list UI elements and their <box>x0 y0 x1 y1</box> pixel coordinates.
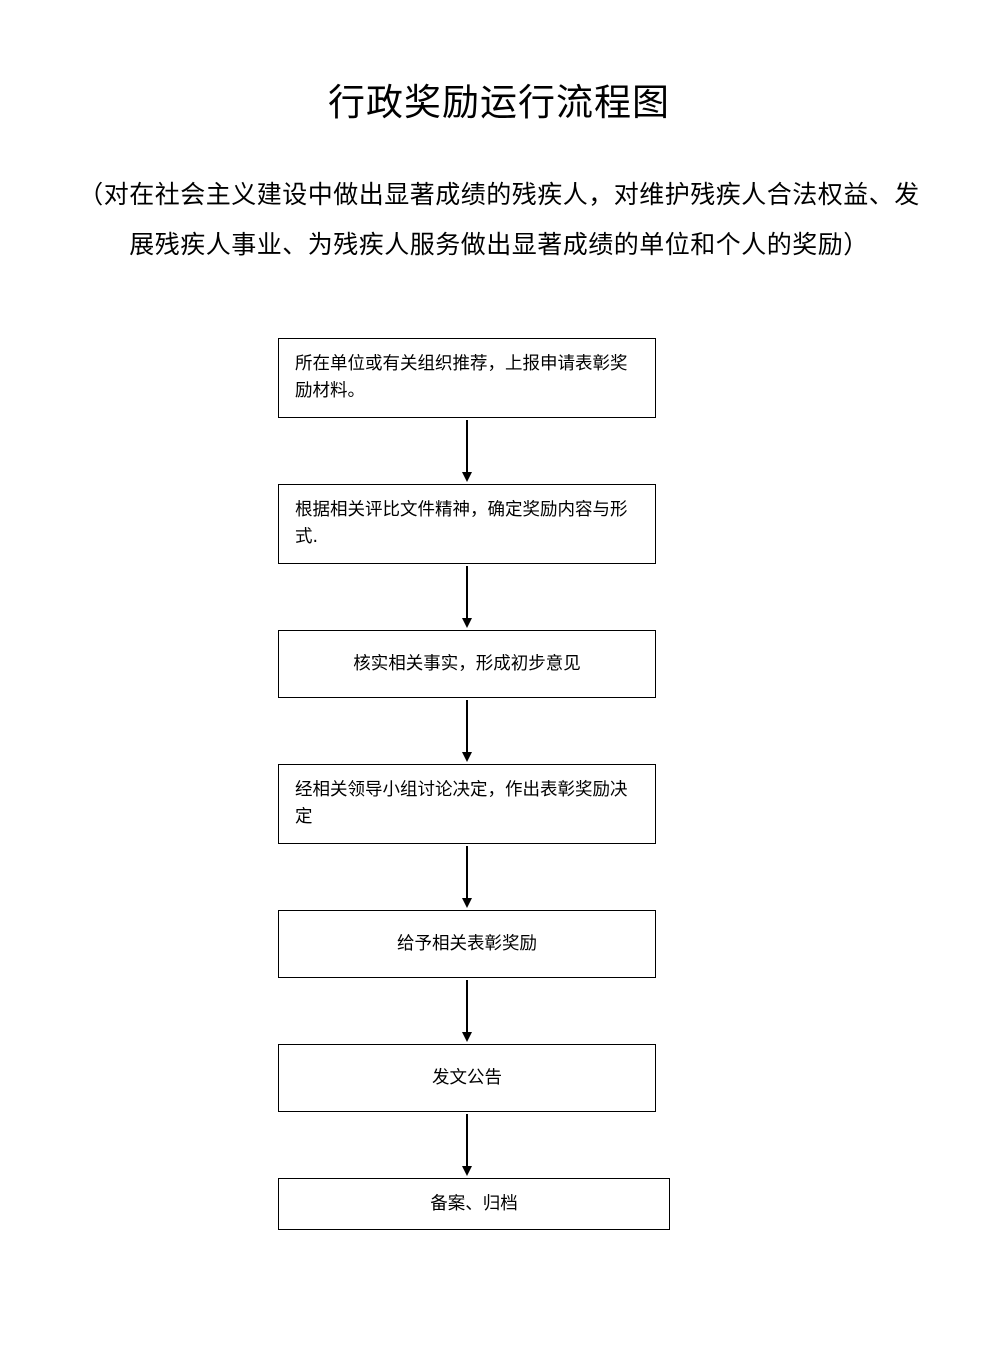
flow-step-1: 所在单位或有关组织推荐，上报申请表彰奖励材料。 <box>278 338 656 418</box>
flow-step-5: 给予相关表彰奖励 <box>278 910 656 978</box>
arrow-head <box>462 1032 472 1042</box>
arrow-stem <box>466 700 468 752</box>
flowchart: 所在单位或有关组织推荐，上报申请表彰奖励材料。 根据相关评比文件精神，确定奖励内… <box>278 338 670 1310</box>
arrow-stem <box>466 980 468 1032</box>
arrow-stem <box>466 1114 468 1166</box>
flow-step-4: 经相关领导小组讨论决定，作出表彰奖励决定 <box>278 764 656 844</box>
arrow-stem <box>466 420 468 472</box>
arrow-stem <box>466 566 468 618</box>
page-subtitle: （对在社会主义建设中做出显著成绩的残疾人，对维护残疾人合法权益、发展残疾人事业、… <box>78 180 920 259</box>
arrow-head <box>462 618 472 628</box>
arrow-head <box>462 898 472 908</box>
flow-step-2: 根据相关评比文件精神，确定奖励内容与形式. <box>278 484 656 564</box>
arrow-head <box>462 1166 472 1176</box>
arrow-down-icon <box>278 700 656 762</box>
arrow-down-icon <box>278 420 656 482</box>
arrow-down-icon <box>278 566 656 628</box>
page-title: 行政奖励运行流程图 <box>328 81 670 124</box>
arrow-stem <box>466 846 468 898</box>
flow-step-3: 核实相关事实，形成初步意见 <box>278 630 656 698</box>
arrow-head <box>462 752 472 762</box>
arrow-down-icon <box>278 846 656 908</box>
arrow-head <box>462 472 472 482</box>
flow-step-7: 备案、归档 <box>278 1178 670 1230</box>
arrow-down-icon <box>278 980 656 1042</box>
arrow-down-icon <box>278 1114 656 1176</box>
flow-step-6: 发文公告 <box>278 1044 656 1112</box>
